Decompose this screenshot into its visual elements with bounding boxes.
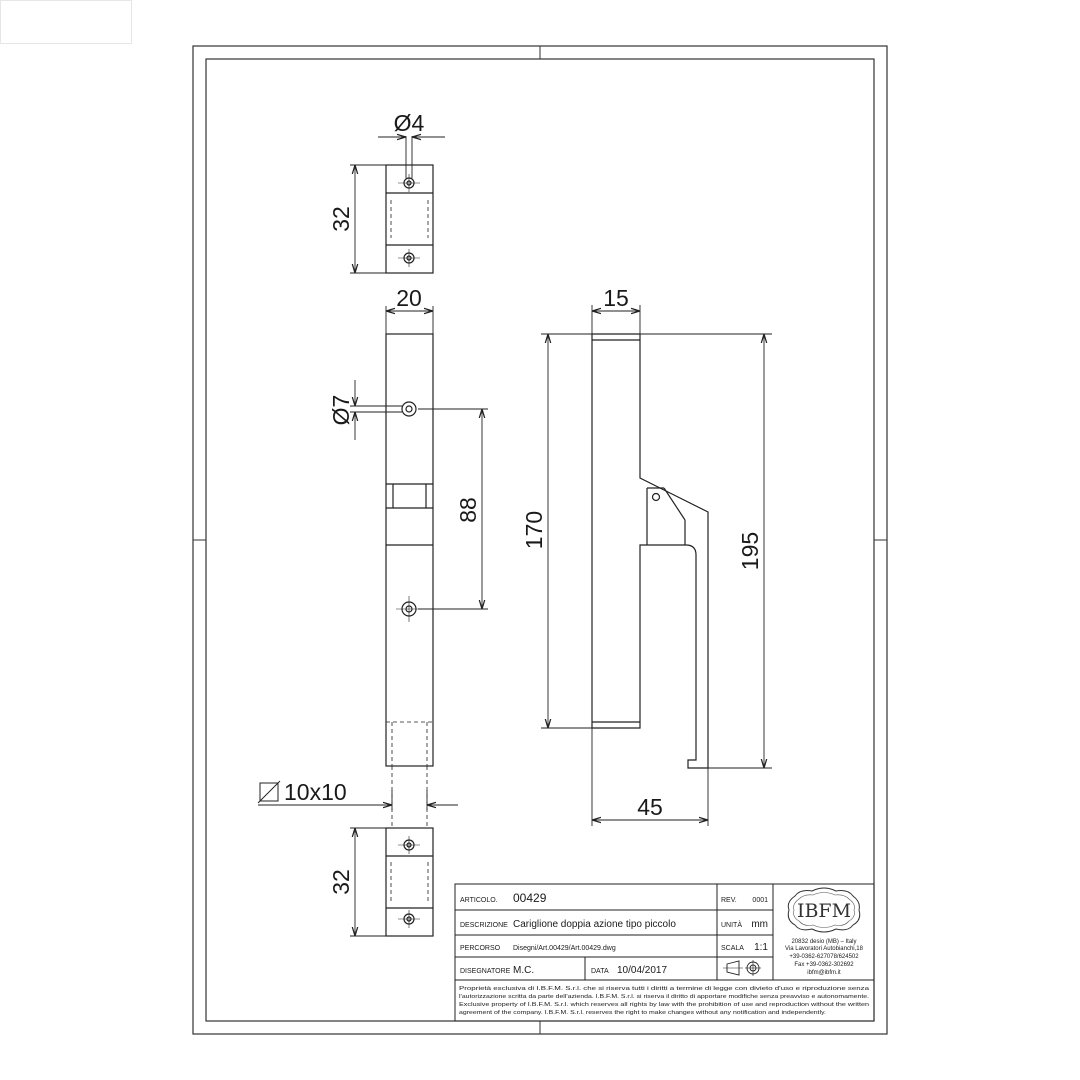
company-line-2: Via Lavoratori Autobianchi,18 [785,946,864,952]
dim-keeper-top-height: 32 [328,206,354,232]
square-symbol [257,780,281,804]
unita-value: mm [751,919,768,930]
scala-value: 1:1 [754,942,768,953]
disegnatore-label: DISEGNATORE [460,968,511,975]
rev-value: 0001 [752,897,768,904]
handle-side-view [591,333,709,769]
title-block: ARTICOLO. 00429 REV. 0001 DESCRIZIONE Ca… [454,883,875,1022]
logo-text: IBFM [797,900,851,922]
dim-handle-length: 195 [737,532,763,570]
legal-line-3: Exclusive property of I.B.F.M. S.r.l. wh… [459,1002,869,1008]
top-keeper [385,164,434,274]
company-line-4: Fax +39-0362-302692 [794,962,854,968]
dim-hole-large-diameter: Ø7 [328,395,354,426]
percorso-label: PERCORSO [460,945,501,952]
dim-bar-width: 20 [396,285,422,311]
dim-handle-depth: 45 [637,794,663,820]
square-spindle [391,766,428,828]
data-label: DATA [591,968,609,975]
dim-hole-small-diameter: Ø4 [394,110,425,136]
descrizione-label: DESCRIZIONE [460,922,508,929]
dim-hole-spacing: 88 [455,497,481,523]
articolo-value: 00429 [513,891,547,905]
dim-bar-length: 170 [521,511,547,549]
data-value: 10/04/2017 [617,965,667,976]
dim-square-spindle: 10x10 [284,779,347,805]
main-bar [385,333,434,767]
disegnatore-value: M.C. [513,965,534,976]
rev-label: REV. [721,897,737,904]
unita-label: UNITÀ [721,920,742,929]
legal-line-4: agreement of the company. I.B.F.M. S.r.l… [459,1010,826,1016]
ibfm-logo: IBFM [787,887,861,933]
dim-keeper-bottom-height: 32 [328,869,354,895]
bottom-keeper [385,827,434,937]
legal-line-2: l'autorizzazione scritta da parte dell'a… [459,994,869,1000]
dim-handle-thickness: 15 [603,285,629,311]
legal-line-1: Proprietà esclusiva di I.B.F.M. S.r.l. c… [459,986,869,992]
projection-symbol-icon [723,960,761,976]
percorso-value: Disegni/Art.00429/Art.00429.dwg [513,945,616,952]
descrizione-value: Cariglione doppia azione tipo piccolo [513,919,676,930]
scala-label: SCALA [721,945,744,952]
company-line-3: +39-0362-627078/624502 [789,954,859,960]
corner-artifact [0,0,132,44]
company-line-1: 20832 desio (MB) – Italy [791,939,856,945]
company-line-5: ibfm@ibfm.it [807,970,841,976]
articolo-label: ARTICOLO. [460,897,498,904]
